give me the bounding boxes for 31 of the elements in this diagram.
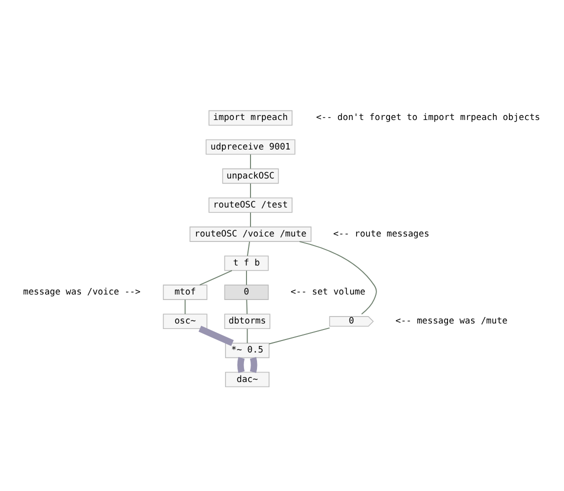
node-box: import mrpeach	[208, 110, 292, 126]
connector	[250, 212, 251, 228]
connector	[299, 241, 377, 315]
connector	[246, 270, 247, 286]
node-box: udpreceive 9001	[206, 139, 296, 155]
node-label: <-- route messages	[333, 229, 430, 240]
node-box: dbtorms	[224, 314, 270, 330]
node-box: *~ 0.5	[225, 342, 270, 358]
connector	[246, 299, 248, 314]
node-box: 0	[224, 284, 269, 300]
connector	[268, 327, 330, 344]
connector	[237, 357, 245, 373]
connector	[184, 299, 186, 314]
connector	[250, 154, 251, 170]
node-label: <-- message was /mute	[396, 316, 508, 327]
connector	[199, 270, 232, 286]
connector	[250, 183, 251, 198]
node-box: unpackOSC	[222, 168, 279, 184]
node-label: <-- set volume	[290, 288, 366, 298]
node-box: routeOSC /test	[208, 197, 292, 213]
node-label: <-- don't forget to import mrpeach objects	[316, 113, 540, 124]
connector	[250, 357, 258, 373]
node-box: routeOSC /voice /mute	[190, 226, 312, 242]
node-box: osc~	[162, 314, 208, 330]
connector	[246, 241, 250, 256]
node-box: dac~	[225, 372, 270, 388]
node-label: message was /voice -->	[23, 288, 140, 298]
connector	[246, 328, 248, 344]
connector	[198, 326, 234, 346]
node-box: mtof	[162, 284, 208, 300]
node-box: t f b	[224, 256, 269, 271]
